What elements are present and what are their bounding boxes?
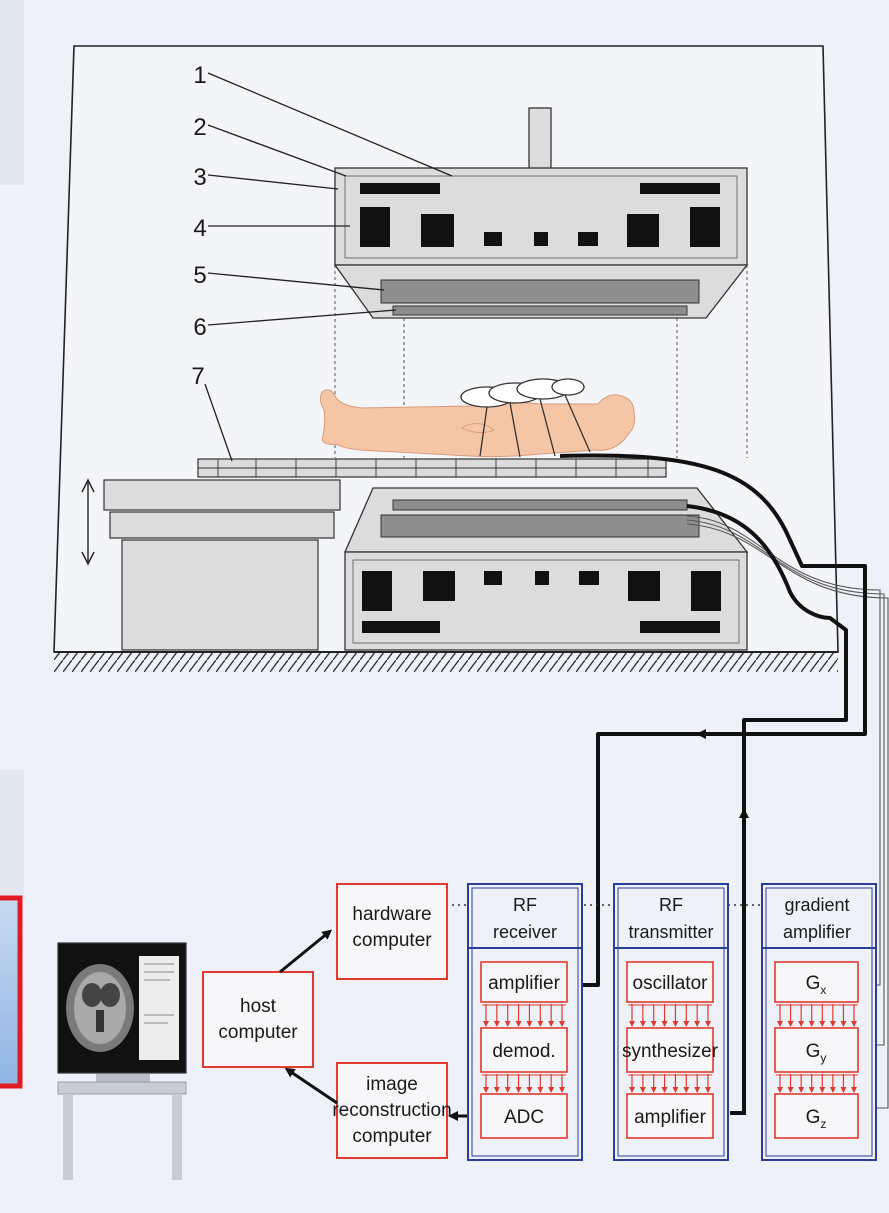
- svg-text:receiver: receiver: [493, 922, 557, 942]
- host-computer-label: host computer: [218, 996, 298, 1043]
- background-panel-mid: [0, 770, 24, 900]
- svg-text:RF: RF: [659, 895, 683, 915]
- callout-number-5: 5: [193, 262, 206, 289]
- callout-leaders: [204, 72, 453, 462]
- highlight-strip: [0, 895, 23, 1089]
- table-pedestal: [121, 539, 319, 651]
- callout-number-7: 7: [191, 363, 204, 390]
- image-reconstruction-computer-label: image reconstruction computer: [332, 1074, 451, 1147]
- svg-text:reconstruction: reconstruction: [332, 1100, 451, 1121]
- lower-gradient-coil: [380, 514, 700, 538]
- svg-text:computer: computer: [218, 1022, 298, 1043]
- height-adjust-arrow: [81, 478, 95, 566]
- upper-magnet-inner: [344, 175, 738, 259]
- rf-transmitter-unit: RF transmitter oscillator synthesizer am…: [613, 883, 729, 1161]
- svg-text:image: image: [366, 1074, 418, 1095]
- svg-text:computer: computer: [352, 1126, 432, 1147]
- svg-text:computer: computer: [352, 930, 432, 951]
- callout-number-3: 3: [193, 164, 206, 191]
- gradient-amplifier-unit: gradient amplifier Gx Gy Gz: [761, 883, 877, 1161]
- table-support: [109, 511, 335, 539]
- signal-arrow-row: [776, 1004, 858, 1027]
- lower-magnet-windings: [362, 571, 721, 633]
- cryogen-port: [528, 107, 552, 173]
- callout-number-4: 4: [193, 215, 206, 242]
- signal-arrow-row: [776, 1074, 858, 1093]
- svg-text:Gy: Gy: [806, 1041, 827, 1065]
- hardware-computer-box: [336, 883, 448, 980]
- svg-text:amplifier: amplifier: [634, 1107, 706, 1128]
- signal-arrow-row: [628, 1004, 712, 1027]
- image-reconstruction-computer-box: [336, 1062, 448, 1159]
- table-carriage: [103, 479, 341, 511]
- svg-text:gradient: gradient: [784, 895, 849, 915]
- lower-magnet-housing: [344, 551, 748, 651]
- signal-arrow-row: [482, 1074, 566, 1093]
- table-segments: [198, 459, 666, 477]
- callout-number-2: 2: [193, 114, 206, 141]
- hardware-computer-label: hardware computer: [352, 904, 432, 951]
- svg-text:amplifier: amplifier: [488, 973, 560, 994]
- lower-magnet-inner: [352, 559, 740, 644]
- upper-gradient-coil: [380, 279, 700, 304]
- svg-text:amplifier: amplifier: [783, 922, 851, 942]
- upper-rf-coil: [392, 305, 688, 316]
- signal-arrow-row: [482, 1004, 566, 1027]
- svg-text:RF: RF: [513, 895, 537, 915]
- gradient-wires: [686, 515, 889, 1109]
- callout-number-6: 6: [193, 314, 206, 341]
- background-panel-top: [0, 0, 24, 185]
- svg-text:host: host: [240, 996, 277, 1017]
- patient-figure: [319, 389, 635, 458]
- callout-numbers: 1 2 3 4 5 6 7: [191, 62, 206, 390]
- callout-number-1: 1: [193, 62, 206, 89]
- svg-text:Gz: Gz: [806, 1107, 827, 1131]
- floor-hatching: [54, 652, 838, 672]
- svg-text:demod.: demod.: [492, 1041, 555, 1062]
- signal-arrow-row: [628, 1074, 712, 1093]
- svg-text:ADC: ADC: [504, 1107, 544, 1128]
- svg-text:oscillator: oscillator: [633, 973, 709, 994]
- rf-receiver-unit: RF receiver amplifier demod. ADC: [467, 883, 583, 1161]
- upper-magnet-windings: [360, 183, 720, 247]
- surface-coil: [460, 378, 591, 458]
- upper-magnet-housing: [334, 167, 748, 266]
- lower-rf-coil: [392, 499, 688, 511]
- host-computer-box: [202, 971, 314, 1068]
- svg-text:synthesizer: synthesizer: [622, 1041, 719, 1062]
- display-monitor: [57, 942, 187, 1180]
- svg-text:hardware: hardware: [352, 904, 431, 925]
- svg-text:Gx: Gx: [806, 973, 827, 997]
- svg-text:transmitter: transmitter: [628, 922, 713, 942]
